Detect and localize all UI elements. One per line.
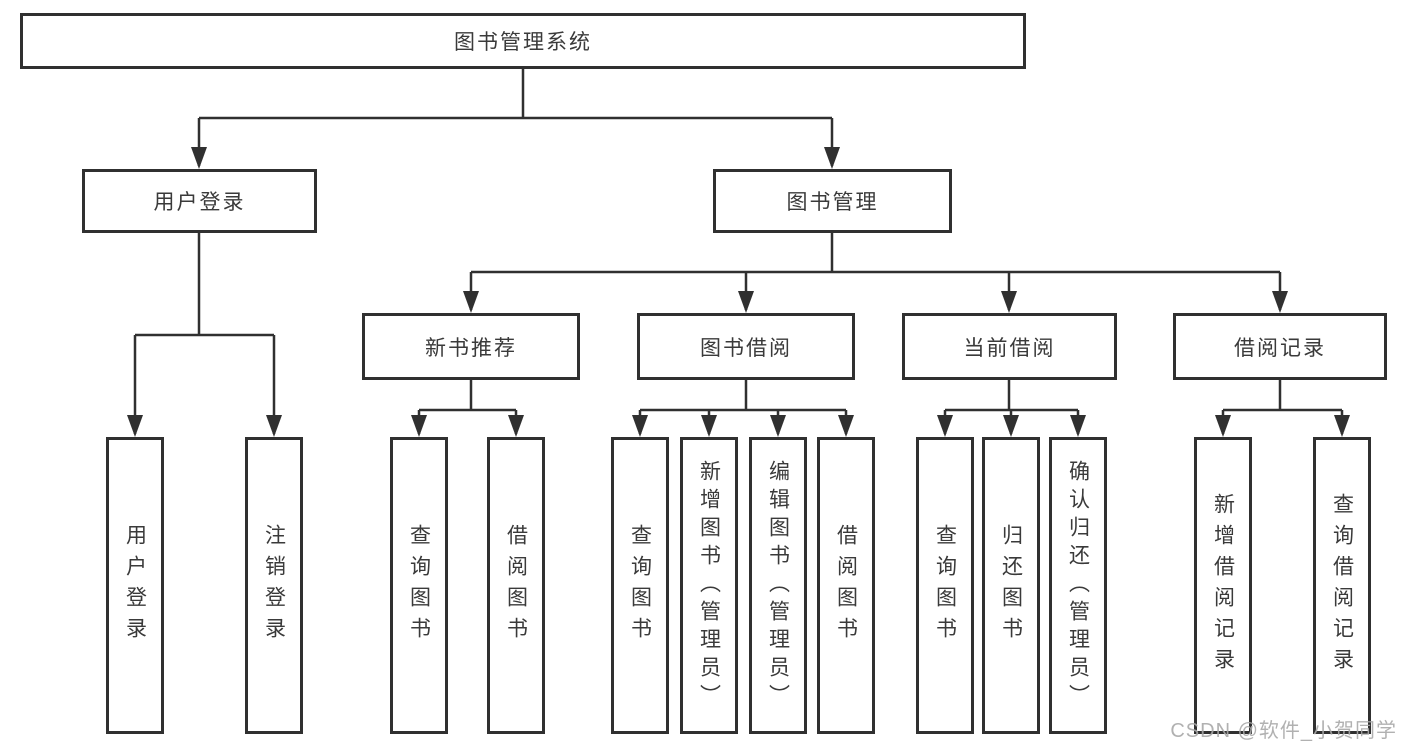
leaf-label: 查询图书 [407,523,431,648]
leaf-borrow-books-1: 借阅图书 [487,437,545,734]
leaf-label: 借阅图书 [504,523,528,648]
node-root-system: 图书管理系统 [20,13,1026,69]
leaf-label: 注销登录 [262,523,286,648]
csdn-watermark: CSDN @软件_小贺同学 [1170,720,1397,742]
connector-book-borrow-children [638,380,848,434]
leaf-query-borrow-record: 查询借阅记录 [1313,437,1371,734]
leaf-label: 新增借阅记录 [1211,492,1235,679]
node-root-label: 图书管理系统 [454,31,592,54]
node-book-borrow: 图书借阅 [637,313,855,380]
leaf-confirm-return-admin: 确认归还（管理员） [1049,437,1107,734]
leaf-label: 用户登录 [123,523,147,648]
leaf-add-borrow-record: 新增借阅记录 [1194,437,1252,734]
leaf-query-books-1: 查询图书 [390,437,448,734]
connector-user-login-children [133,233,276,434]
leaf-query-books-2: 查询图书 [611,437,669,734]
leaf-label: 查询图书 [628,523,652,648]
leaf-add-books-admin: 新增图书（管理员） [680,437,738,734]
node-label: 当前借阅 [963,336,1056,360]
node-label: 用户登录 [153,191,246,214]
connector-root-to-level2 [197,69,834,166]
node-label: 图书管理 [786,191,879,214]
node-new-book-recommend: 新书推荐 [362,313,580,380]
leaf-label: 查询图书 [933,523,957,648]
connector-borrow-record-children [1221,380,1344,434]
leaf-label: 归还图书 [999,523,1023,648]
leaf-label: 查询借阅记录 [1330,492,1354,679]
leaf-label: 借阅图书 [834,523,858,648]
node-borrow-record: 借阅记录 [1173,313,1387,380]
node-book-management: 图书管理 [713,169,952,233]
node-label: 借阅记录 [1234,336,1326,360]
leaf-borrow-books-2: 借阅图书 [817,437,875,734]
leaf-label: 编辑图书（管理员） [766,459,790,712]
leaf-user-login: 用户登录 [106,437,164,734]
connector-new-book-children [417,380,518,434]
leaf-label: 确认归还（管理员） [1066,459,1090,712]
node-label: 图书借阅 [700,336,792,360]
leaf-label: 新增图书（管理员） [697,459,721,712]
leaf-edit-books-admin: 编辑图书（管理员） [749,437,807,734]
connector-book-mgmt-children [469,233,1282,310]
node-label: 新书推荐 [425,336,517,360]
node-current-borrow: 当前借阅 [902,313,1117,380]
node-user-login: 用户登录 [82,169,317,233]
leaf-logout: 注销登录 [245,437,303,734]
leaf-return-books: 归还图书 [982,437,1040,734]
arrowheads [127,147,1350,437]
leaf-query-books-3: 查询图书 [916,437,974,734]
